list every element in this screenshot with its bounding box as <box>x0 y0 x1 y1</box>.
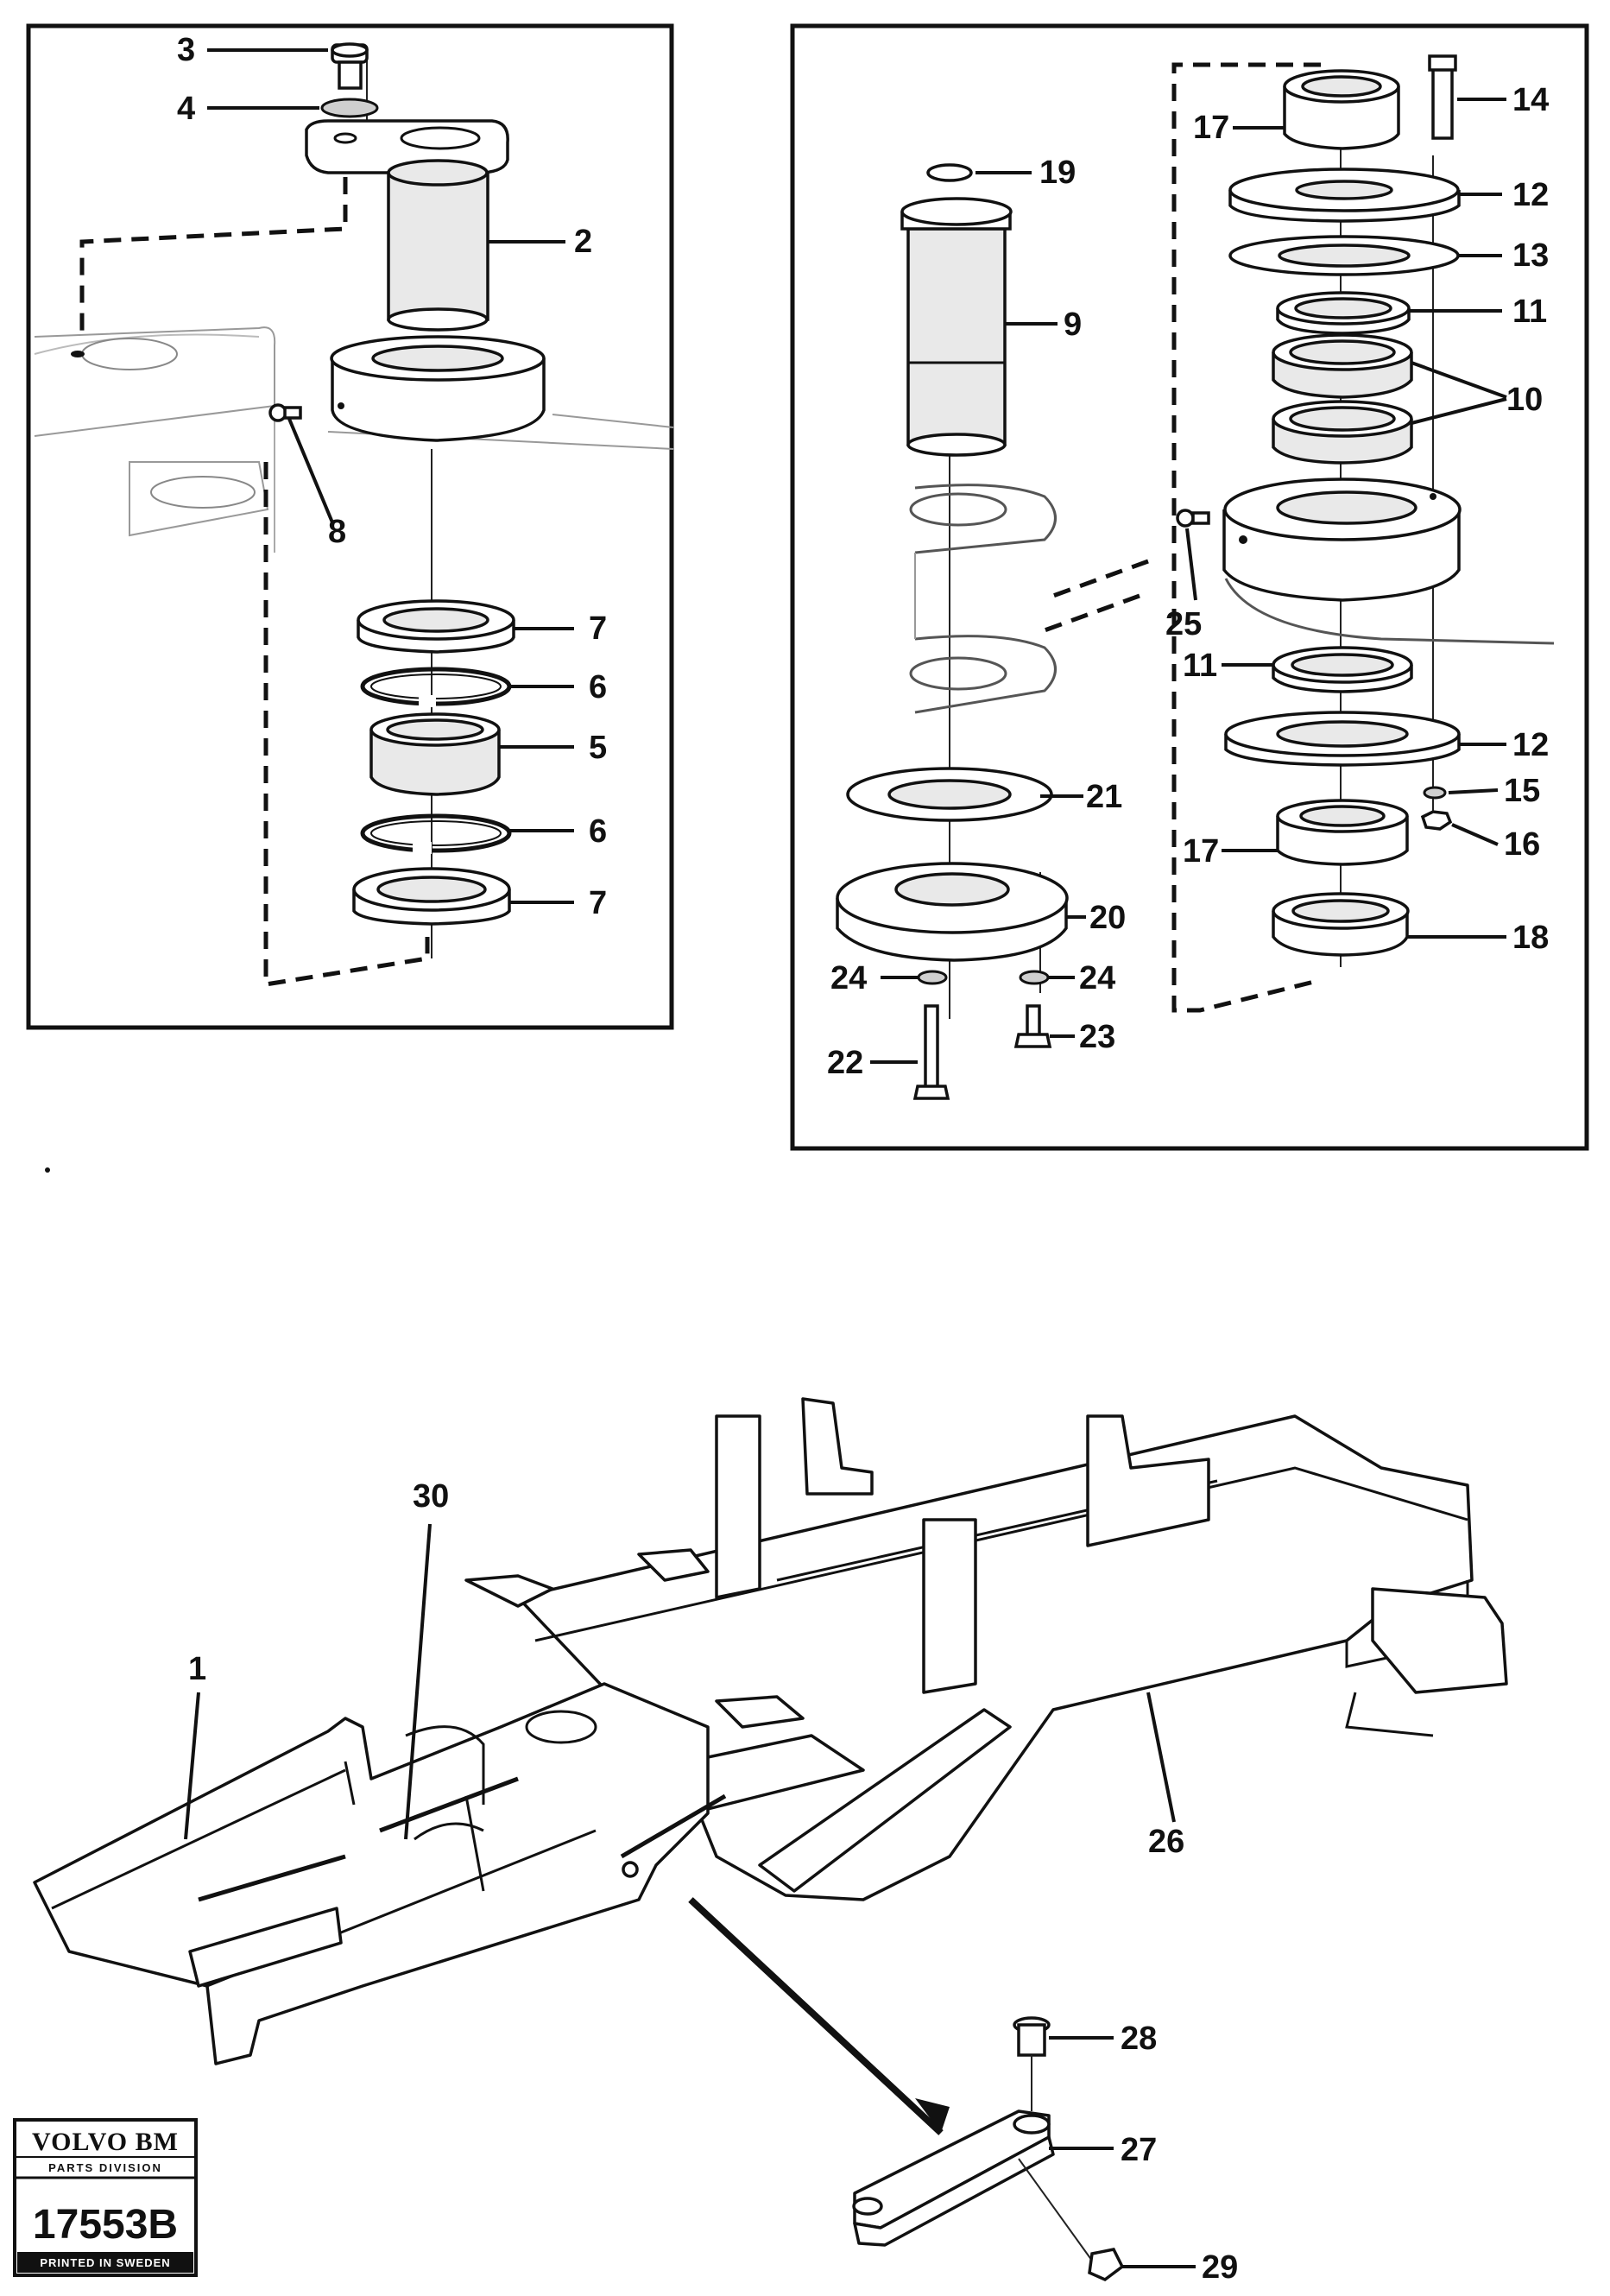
logo-division: PARTS DIVISION <box>48 2161 162 2174</box>
callout-19: 19 <box>1039 155 1076 191</box>
callout-14: 14 <box>1512 82 1549 118</box>
callout-27: 27 <box>1121 2132 1157 2168</box>
callout-11-upper: 11 <box>1512 294 1547 330</box>
callout-2: 2 <box>574 224 592 260</box>
right-detail-panel: 14 17 19 12 13 9 11 10 25 11 12 21 15 17… <box>790 23 1589 1151</box>
callout-24-left: 24 <box>830 960 867 996</box>
callout-24-right: 24 <box>1079 960 1115 996</box>
callout-13: 13 <box>1512 237 1549 274</box>
callout-18: 18 <box>1512 920 1549 956</box>
gasket-13 <box>1228 235 1460 276</box>
link-arm-27 <box>852 2109 1055 2247</box>
bolt-23 <box>1013 1004 1052 1048</box>
bushing-5 <box>369 712 501 796</box>
callout-21: 21 <box>1086 779 1122 815</box>
pin-28 <box>1013 2016 1051 2111</box>
flange-12-lower <box>1224 711 1461 767</box>
callout-12-upper: 12 <box>1512 177 1549 213</box>
callout-7-lower: 7 <box>589 885 607 921</box>
callout-5: 5 <box>589 730 607 766</box>
pin-2 <box>387 159 489 332</box>
callout-1: 1 <box>188 1651 206 1687</box>
ring-18 <box>1272 892 1410 957</box>
front-frame-1 <box>33 1682 710 2065</box>
washer-15 <box>1423 786 1447 800</box>
washer-24-right <box>1019 970 1050 985</box>
cover-plate <box>305 119 509 174</box>
callout-3: 3 <box>177 32 195 68</box>
bearing-10-upper <box>1272 333 1413 399</box>
callout-25: 25 <box>1165 606 1202 642</box>
snap-ring-6-lower <box>360 813 512 854</box>
screw-29 <box>1018 2158 1125 2282</box>
sleeve-17-upper <box>1283 69 1400 150</box>
seal-11-upper <box>1276 291 1411 335</box>
callout-17-upper: 17 <box>1193 110 1229 146</box>
callout-11-lower: 11 <box>1183 648 1217 684</box>
cap-19 <box>926 163 973 182</box>
logo-footer: PRINTED IN SWEDEN <box>40 2256 170 2269</box>
grease-nipple-8 <box>268 403 302 422</box>
seal-ring-7-lower <box>352 867 511 926</box>
grease-nipple-25 <box>1176 509 1210 528</box>
logo-brand: VOLVO BM <box>32 2128 179 2156</box>
pin-9 <box>900 197 1013 457</box>
bolt-22 <box>912 1004 950 1100</box>
volvo-bm-logo: VOLVO BM PARTS DIVISION 17553B PRINTED I… <box>13 2118 198 2277</box>
left-detail-panel: 3 4 2 8 7 6 5 6 7 <box>26 23 674 1030</box>
callout-23: 23 <box>1079 1019 1115 1055</box>
bolt-14 <box>1428 54 1457 140</box>
shim-plate-21 <box>846 767 1053 822</box>
sleeve-17-lower <box>1276 799 1409 866</box>
callout-8: 8 <box>328 514 346 550</box>
callout-22: 22 <box>827 1045 863 1081</box>
left-panel-border <box>26 23 674 1030</box>
bearing-housing-right <box>1222 478 1555 645</box>
callout-6-lower: 6 <box>589 813 607 850</box>
flange-12-upper <box>1228 168 1461 223</box>
callout-17-lower: 17 <box>1183 833 1219 870</box>
callout-6-upper: 6 <box>589 669 607 705</box>
retainer-20 <box>836 862 1069 962</box>
callout-29: 29 <box>1202 2249 1238 2286</box>
bolt-3 <box>331 42 369 90</box>
callout-12-lower: 12 <box>1512 727 1549 763</box>
callout-7-upper: 7 <box>589 610 607 647</box>
snap-ring-6-upper <box>360 667 512 707</box>
seal-11-lower <box>1272 646 1413 693</box>
washer-24-left <box>917 970 948 985</box>
washer-4 <box>320 98 379 118</box>
callout-26: 26 <box>1148 1824 1184 1860</box>
seal-ring-7-upper <box>357 599 515 654</box>
bearing-housing <box>330 335 546 442</box>
logo-number: 17553B <box>33 2202 178 2248</box>
callout-15: 15 <box>1504 773 1540 809</box>
callout-28: 28 <box>1121 2021 1157 2057</box>
callout-4: 4 <box>177 91 195 127</box>
callout-20: 20 <box>1089 900 1126 936</box>
bearing-10-lower <box>1272 400 1413 465</box>
callout-9: 9 <box>1064 307 1082 343</box>
callout-16: 16 <box>1504 826 1540 863</box>
callout-30: 30 <box>413 1478 449 1515</box>
callout-10: 10 <box>1506 382 1543 418</box>
frame-assembly: 30 1 26 28 27 29 <box>33 1397 1508 2286</box>
nut-16 <box>1420 810 1453 831</box>
right-panel-border <box>790 23 1589 1151</box>
